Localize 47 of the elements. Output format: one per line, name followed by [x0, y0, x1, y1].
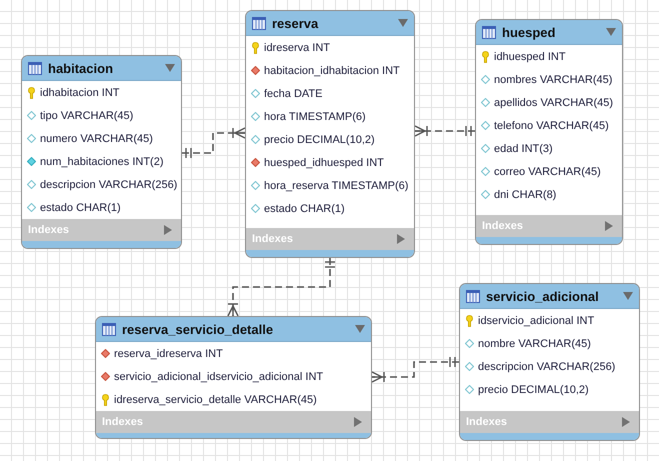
column-definition: idreserva_servicio_detalle VARCHAR(45) [114, 394, 317, 406]
column-definition: precio DECIMAL(10,2) [264, 134, 375, 146]
column-definition: idreserva INT [264, 42, 330, 54]
column-definition: correo VARCHAR(45) [494, 166, 601, 178]
column-definition: dni CHAR(8) [494, 188, 556, 200]
column-definition: num_habitaciones INT(2) [40, 156, 164, 168]
column-definition: idservicio_adicional INT [478, 314, 594, 326]
relationship-connector [182, 127, 246, 158]
column-definition: fecha DATE [264, 88, 322, 100]
entity-table [21, 55, 182, 249]
table-name: huesped [502, 24, 556, 40]
column-definition: reserva_idreserva INT [114, 348, 223, 360]
table-name: reserva_servicio_detalle [122, 322, 274, 336]
column-definition: estado CHAR(1) [264, 202, 345, 214]
column-definition: apellidos VARCHAR(45) [494, 96, 614, 108]
table-name: reserva [272, 16, 318, 30]
table-name: habitacion [48, 60, 114, 76]
column-definition: habitacion_idhabitacion INT [264, 64, 400, 76]
column-definition: tipo VARCHAR(45) [40, 110, 134, 122]
column-definition: idhabitacion INT [40, 86, 120, 98]
column-definition: idhuesped INT [494, 50, 566, 62]
relationship-connector [371, 357, 459, 383]
relationship-connector [414, 125, 475, 137]
column-definition: edad INT(3) [494, 142, 553, 154]
column-definition: hora_reserva TIMESTAMP(6) [264, 180, 408, 192]
column-definition: estado CHAR(1) [40, 202, 121, 214]
column-definition: precio DECIMAL(10,2) [478, 384, 589, 396]
section-label: Indexes [28, 224, 69, 236]
section-label: Indexes [102, 416, 143, 428]
column-definition: nombre VARCHAR(45) [478, 338, 591, 350]
entity-table [245, 10, 415, 258]
column-definition: huesped_idhuesped INT [264, 156, 384, 168]
section-label: Indexes [466, 416, 507, 428]
column-definition: hora TIMESTAMP(6) [264, 110, 366, 122]
column-definition: descripcion VARCHAR(256) [478, 360, 616, 372]
column-definition: servicio_adicional_idservicio_adicional INT [114, 370, 324, 382]
table-name: servicio_adicional [486, 288, 599, 304]
column-definition: nombres VARCHAR(45) [494, 74, 612, 86]
column-definition: numero VARCHAR(45) [40, 132, 153, 144]
column-definition: descripcion VARCHAR(256) [40, 178, 178, 190]
column-definition: telefono VARCHAR(45) [494, 120, 609, 132]
section-label: Indexes [252, 233, 293, 245]
entity-table [475, 19, 623, 245]
entity-table [95, 316, 372, 439]
entity-table [459, 283, 640, 441]
section-label: Indexes [482, 220, 523, 232]
relationship-connector [227, 258, 335, 317]
